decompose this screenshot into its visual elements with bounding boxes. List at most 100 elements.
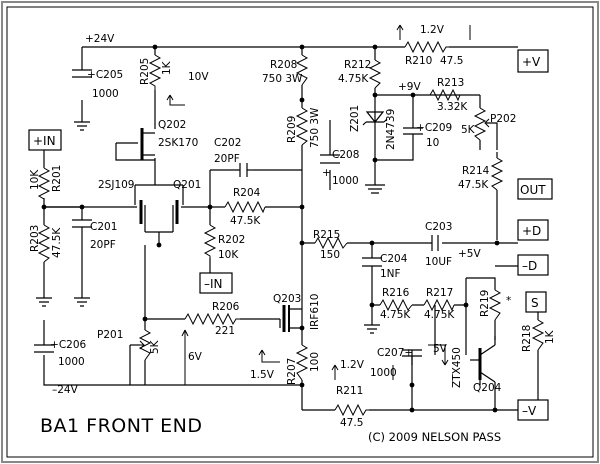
- r211-value: 47.5: [340, 417, 363, 429]
- voltage-1-5v: 1.5V: [250, 369, 275, 381]
- r207-ref: R207: [286, 358, 298, 385]
- z201-ref: Z201: [349, 105, 361, 132]
- resistors: [37, 40, 545, 417]
- q202-part: 2SK170: [158, 137, 198, 149]
- p202-value: 5K: [461, 124, 476, 136]
- c205-ref: +C205: [87, 69, 123, 81]
- terminal-minus-in: –IN: [204, 277, 223, 291]
- r207-value: 100: [309, 352, 321, 372]
- r205-value: 1K: [161, 60, 173, 75]
- q204-part: ZTX450: [451, 347, 463, 388]
- c202-ref: C202: [214, 137, 241, 149]
- z201-part: 2N4739: [385, 109, 397, 150]
- r219-ref: R219: [479, 290, 491, 317]
- r202-value: 10K: [218, 249, 239, 261]
- r216-ref: R216: [382, 287, 410, 299]
- c207-value: 1000: [370, 367, 397, 379]
- c201-ref: C201: [90, 221, 117, 233]
- r206-value: 221: [215, 325, 235, 337]
- voltage-10v: 10V: [188, 71, 209, 83]
- r208-ref: R208: [270, 59, 297, 71]
- r217-value: 4.75K: [424, 309, 455, 321]
- q203-ref: Q203: [273, 293, 301, 305]
- p201-ref: P201: [97, 329, 123, 341]
- rail-plus9: +9V: [398, 81, 421, 93]
- terminal-s: S: [531, 296, 539, 310]
- c205-value: 1000: [92, 88, 119, 100]
- r210-value: 47.5: [440, 55, 463, 67]
- r218-ref: R218: [521, 325, 533, 352]
- r203-ref: R203: [29, 225, 41, 252]
- p201-value: 5K: [149, 339, 161, 354]
- c204-value: 1NF: [380, 268, 401, 280]
- c206-ref: +C206: [50, 339, 87, 351]
- c202-value: 20PF: [214, 153, 240, 165]
- r205-ref: R205: [139, 58, 151, 85]
- terminal-out: OUT: [520, 183, 546, 197]
- p202-ref: P202: [490, 113, 516, 125]
- r202-ref: R202: [218, 234, 245, 246]
- q203-part: IRF610: [309, 294, 321, 330]
- r201-value: 10K: [29, 169, 41, 190]
- capacitors: [34, 69, 439, 365]
- r214-ref: R214: [462, 165, 490, 177]
- c209-value: 10: [426, 137, 439, 149]
- r203-value: 47.5K: [51, 227, 63, 258]
- c208-ref: C208: [332, 149, 359, 161]
- r213-value: 3.32K: [437, 101, 468, 113]
- r204-ref: R204: [233, 187, 261, 199]
- c208-value: 1000: [332, 175, 359, 187]
- terminal-plus-v: +V: [522, 55, 541, 69]
- q202-ref: Q202: [158, 119, 186, 131]
- q201-ref: Q201: [173, 179, 201, 191]
- c203-ref: C203: [425, 221, 452, 233]
- rail-minus24: –24V: [52, 384, 79, 396]
- voltage-6v: 6V: [188, 351, 203, 363]
- labels: +IN –IN +V OUT +D –D S –V +24V –24V +9V …: [29, 24, 556, 444]
- terminal-minus-v: –V: [522, 404, 537, 418]
- r209-ref: R209: [286, 116, 298, 143]
- c204-ref: C204: [380, 253, 408, 265]
- r217-ref: R217: [426, 287, 453, 299]
- q204-ref: Q204: [473, 382, 502, 394]
- c208-plus: +: [322, 167, 331, 179]
- wiring: [36, 46, 539, 411]
- r214-value: 47.5K: [458, 179, 489, 191]
- c203-value: 10UF: [425, 256, 452, 268]
- r204-value: 47.5K: [230, 215, 261, 227]
- r211-ref: R211: [336, 385, 363, 397]
- r219-value: *: [506, 295, 511, 307]
- voltage-arrows: [166, 24, 471, 385]
- terminal-plus-d: +D: [522, 224, 541, 238]
- c206-value: 1000: [58, 356, 85, 368]
- r208-value: 750 3W: [262, 73, 303, 85]
- diagram-title: BA1 FRONT END: [40, 415, 202, 437]
- r213-ref: R213: [437, 77, 464, 89]
- c207-ref: C207+: [377, 347, 413, 359]
- voltage-1-2v-top: 1.2V: [420, 24, 445, 36]
- r206-ref: R206: [212, 301, 240, 313]
- r216-value: 4.75K: [380, 309, 411, 321]
- r201-ref: R201: [51, 165, 63, 192]
- r212-value: 4.75K: [338, 73, 369, 85]
- r218-value: 1K: [544, 329, 556, 344]
- voltage-1-2v-bot: 1.2V: [340, 359, 365, 371]
- r212-ref: R212: [344, 59, 371, 71]
- zener-z201: [362, 111, 388, 126]
- c201-value: 20PF: [90, 239, 116, 251]
- rail-plus24: +24V: [85, 33, 115, 45]
- voltage-5v: 5V: [433, 343, 448, 355]
- inner-border: [6, 6, 594, 458]
- copyright: (C) 2009 NELSON PASS: [368, 430, 501, 444]
- r215-ref: R215: [313, 229, 340, 241]
- terminal-minus-d: –D: [522, 259, 537, 273]
- q201-part: 2SJ109: [98, 179, 134, 191]
- r209-value: 750 3W: [309, 107, 321, 148]
- r215-value: 150: [320, 249, 340, 261]
- c209-ref: +C209: [416, 122, 452, 134]
- terminals: [28, 49, 553, 421]
- terminal-plus-in: +IN: [33, 134, 56, 148]
- rail-plus5: +5V: [458, 248, 481, 260]
- r210-ref: R210: [405, 55, 432, 67]
